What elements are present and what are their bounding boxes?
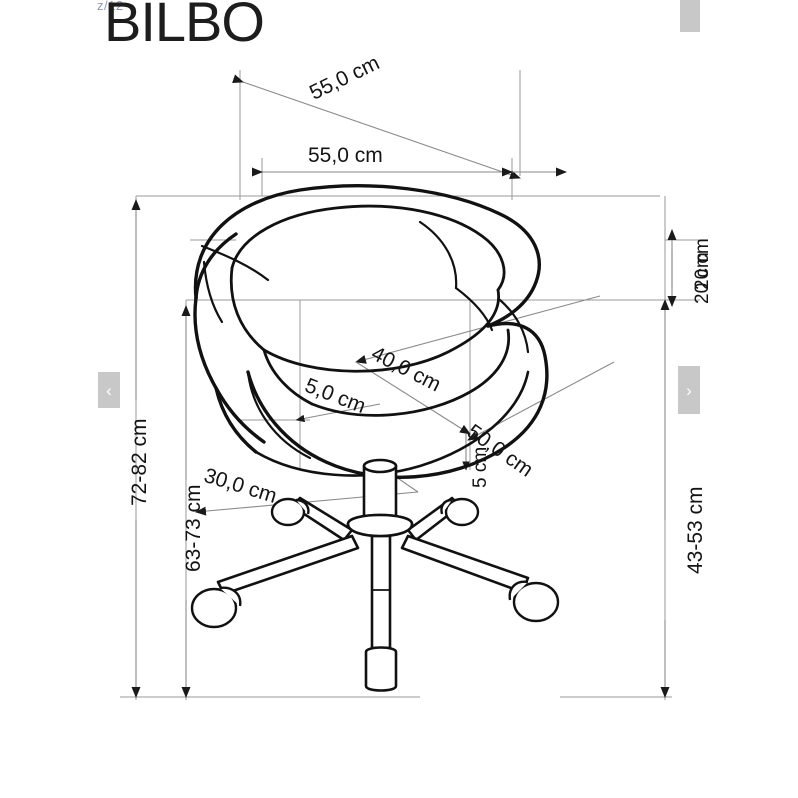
- chair-shell-details: [200, 220, 530, 354]
- dimension-label-total-height: 72-82 cm: [128, 418, 151, 506]
- chevron-left-icon: ‹: [106, 380, 112, 400]
- chevron-right-icon: ›: [686, 380, 692, 400]
- gallery-next-button[interactable]: ›: [678, 366, 700, 414]
- dimension-label-seat-height-range: 43-53 cm: [684, 486, 707, 574]
- chair-gas-lift-column: [346, 458, 414, 692]
- chair-seat-shell: [193, 184, 549, 479]
- gallery-corner-marker: [680, 0, 700, 32]
- dimension-label-armrest-gap: 20 cm: [692, 252, 713, 304]
- chair-castors: [190, 497, 560, 629]
- chair-backrest-inner: [229, 204, 511, 417]
- dimension-label-width-horizontal: 55,0 cm: [308, 144, 383, 167]
- dimension-label-back-height: 63-73 cm: [182, 484, 205, 572]
- dimension-label-seat-thickness: 5 cm: [470, 446, 491, 488]
- page-cut-label: z/12: [97, 0, 124, 13]
- gallery-prev-button[interactable]: ‹: [98, 372, 120, 408]
- page-title: BILBO: [104, 0, 265, 53]
